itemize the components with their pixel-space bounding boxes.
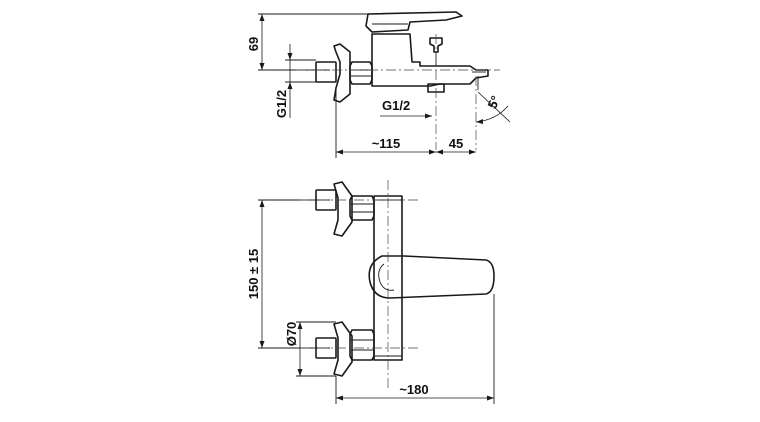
mixer-body-front — [373, 195, 403, 361]
upper-escutcheon — [333, 181, 353, 237]
upper-hex-nut — [349, 195, 375, 221]
dim-spout-offset: 45 — [449, 136, 463, 151]
dim-outlet-thread: G1/2 — [382, 98, 410, 113]
dim-body-length: ~115 — [372, 136, 401, 151]
dim-spout-angle: 5° — [484, 93, 503, 111]
diverter-knob — [429, 37, 443, 53]
hex-nut — [349, 61, 373, 85]
lower-escutcheon — [333, 321, 353, 377]
inlet-pipe — [315, 61, 337, 83]
dim-total-projection: ~180 — [399, 382, 428, 397]
dim-top-height: 69 — [246, 37, 261, 51]
side-elevation-view — [258, 11, 511, 158]
dim-inlet-thread: G1/2 — [274, 90, 289, 118]
dim-connection-spacing: 150 ± 15 — [246, 249, 261, 300]
front-elevation-view — [258, 180, 495, 404]
lever-handle-front — [368, 255, 495, 299]
wall-escutcheon — [333, 43, 351, 103]
lever-handle — [365, 11, 463, 33]
lower-hex-nut — [349, 329, 375, 361]
dim-cover-diameter: Ø70 — [284, 322, 299, 347]
